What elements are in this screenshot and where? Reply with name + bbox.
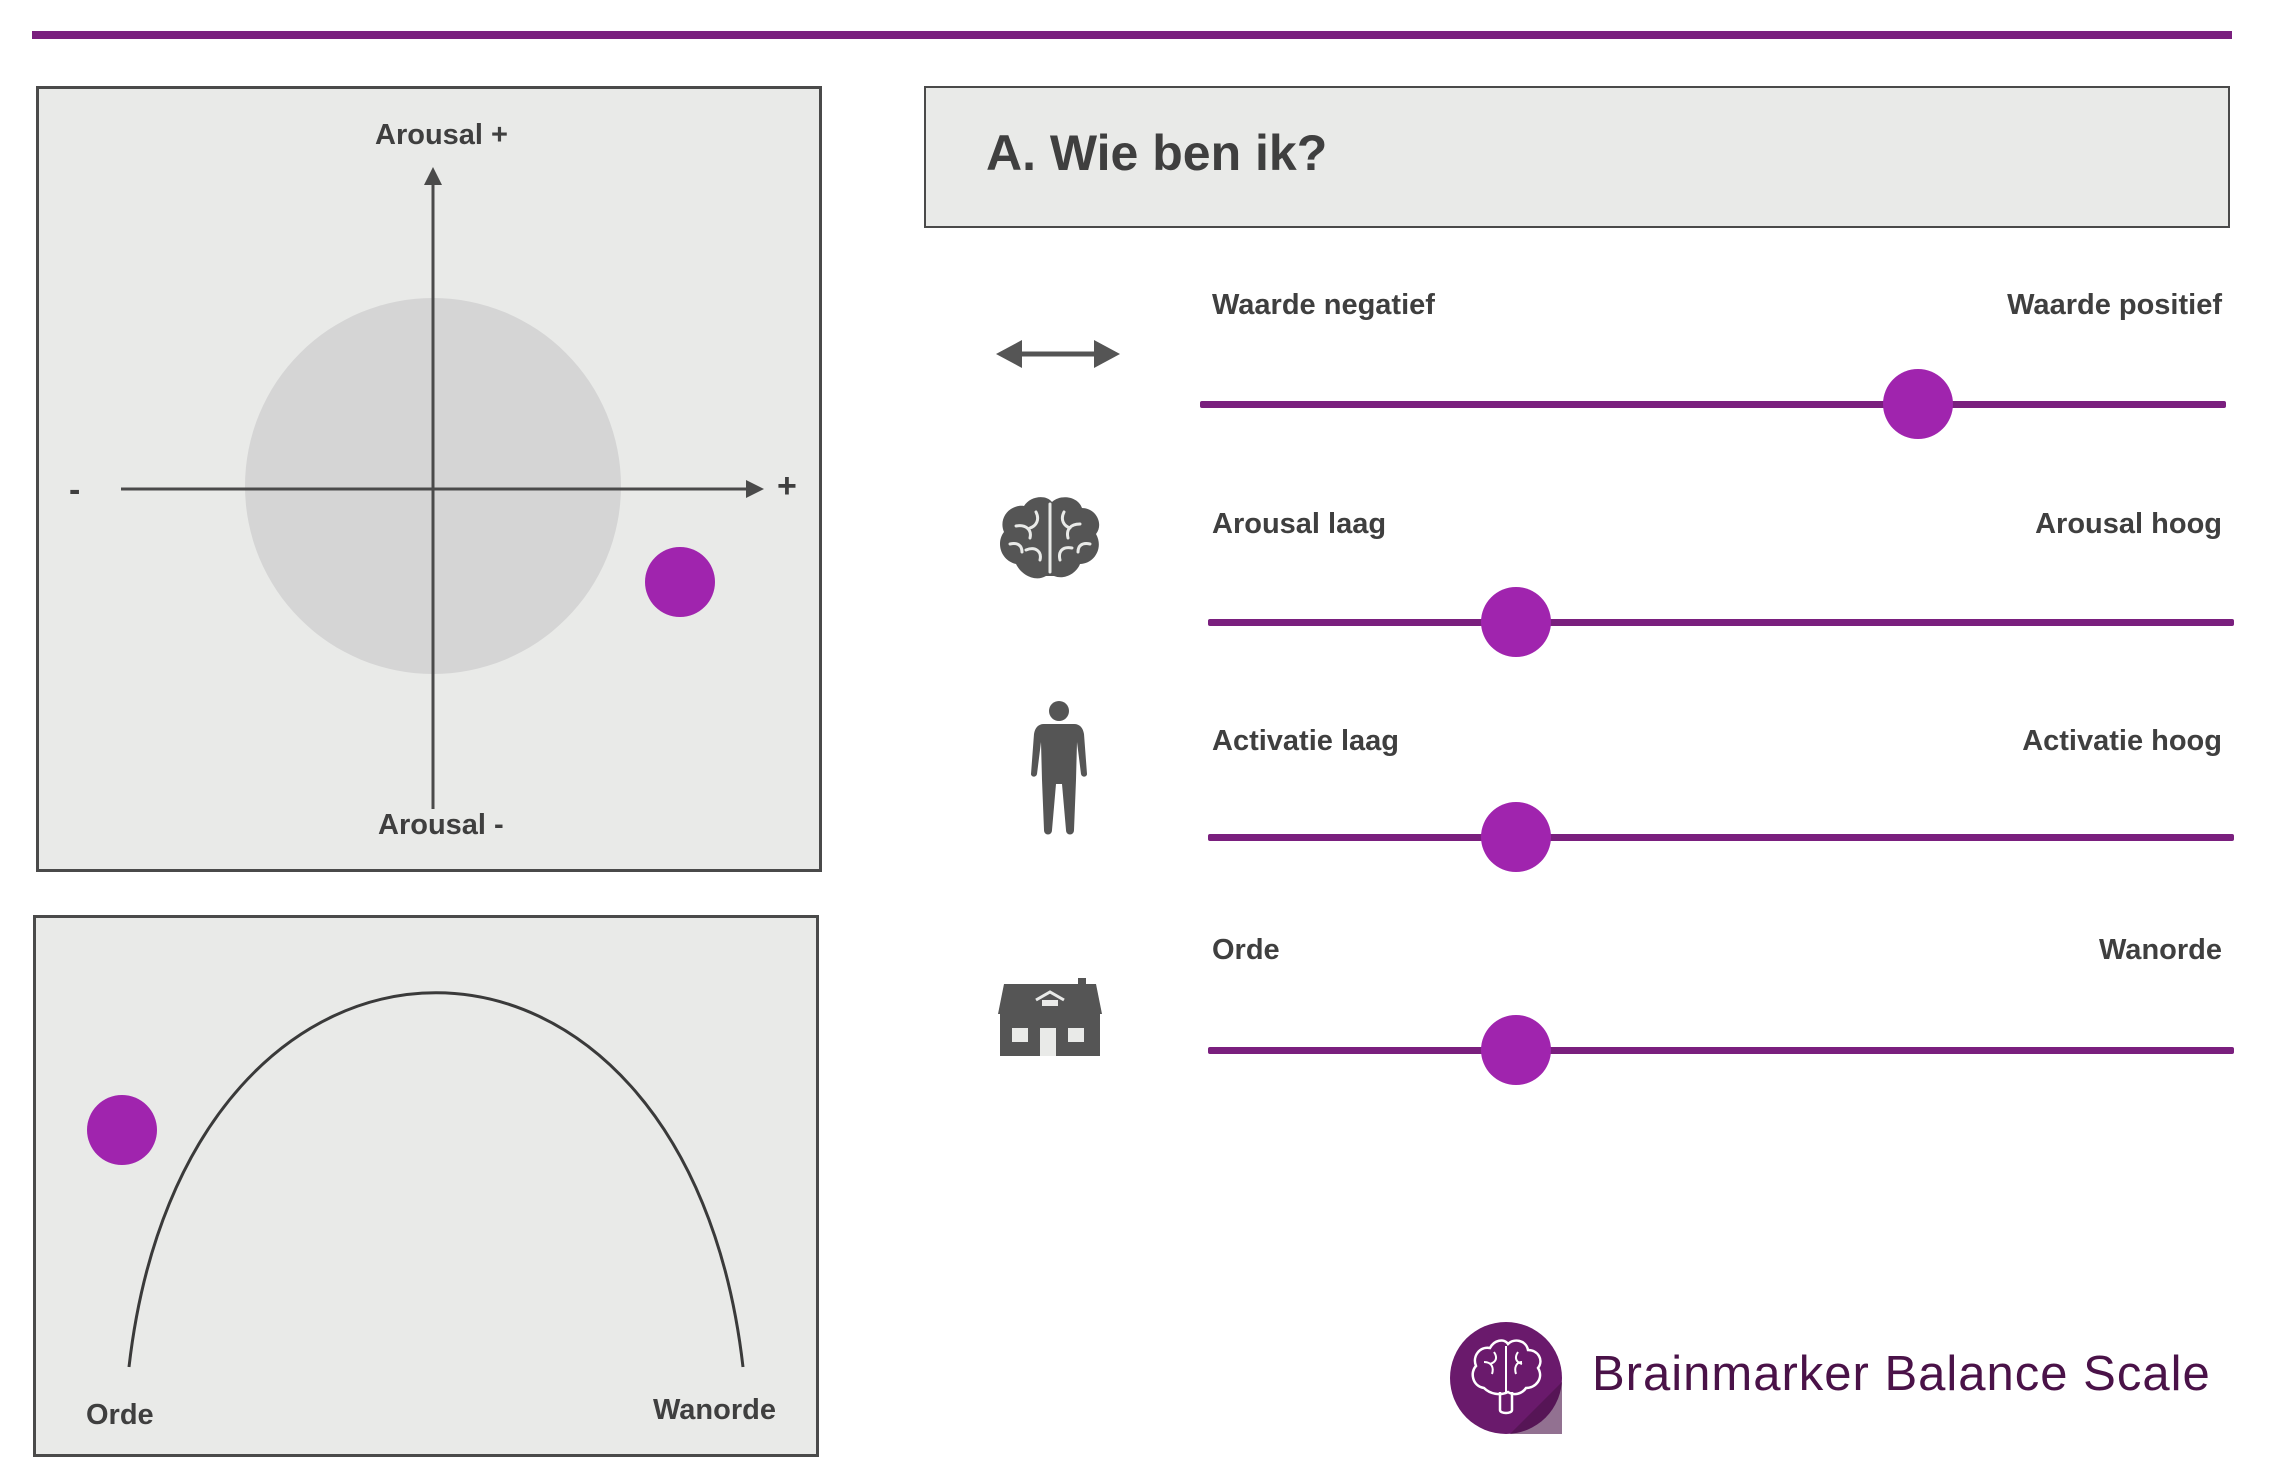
inverted-u-curve bbox=[127, 991, 745, 1368]
slider-1-track[interactable] bbox=[1200, 401, 2226, 408]
quadrant-chart bbox=[121, 167, 764, 809]
house-icon bbox=[998, 978, 1102, 1056]
inverted-u-curve-panel: Orde Wanorde bbox=[33, 915, 819, 1457]
slider-2-right-label: Arousal hoog bbox=[2035, 508, 2222, 540]
horizontal-axis-arrow bbox=[746, 480, 764, 498]
slider-1-left-label: Waarde negatief bbox=[1212, 289, 1435, 321]
arousal-quadrant-panel: Arousal + Arousal - - + bbox=[36, 86, 822, 872]
slider-1-knob[interactable] bbox=[1883, 369, 1954, 439]
slider-3-knob[interactable] bbox=[1480, 802, 1551, 872]
top-rule bbox=[32, 31, 2232, 39]
slider-3-right-label: Activatie hoog bbox=[2022, 725, 2222, 757]
position-marker bbox=[645, 547, 715, 617]
brainmarker-logo-icon bbox=[1450, 1322, 1562, 1434]
axis-label-top: Arousal + bbox=[375, 119, 508, 151]
slider-4-knob[interactable] bbox=[1480, 1015, 1551, 1085]
slider-4-track[interactable] bbox=[1208, 1047, 2234, 1054]
slider-2-track[interactable] bbox=[1208, 619, 2234, 626]
slider-4-right-label: Wanorde bbox=[2099, 934, 2222, 966]
curve-label-right: Wanorde bbox=[653, 1394, 776, 1426]
vertical-axis-arrow bbox=[424, 167, 442, 185]
slider-2-knob[interactable] bbox=[1480, 587, 1551, 657]
inverted-u-chart bbox=[87, 991, 745, 1368]
slider-2-left-label: Arousal laag bbox=[1212, 508, 1387, 540]
section-header: A. Wie ben ik? bbox=[924, 86, 2230, 228]
double-arrow-icon bbox=[996, 340, 1120, 368]
brain-icon bbox=[1000, 497, 1100, 579]
axis-label-right: + bbox=[777, 467, 797, 505]
brand-name: Brainmarker Balance Scale bbox=[1592, 1347, 2211, 1401]
human-body-icon bbox=[1031, 701, 1087, 835]
slider-4-left-label: Orde bbox=[1212, 934, 1280, 966]
curve-label-left: Orde bbox=[86, 1399, 154, 1431]
slider-1-right-label: Waarde positief bbox=[2007, 289, 2222, 321]
curve-position-marker bbox=[87, 1095, 157, 1165]
slider-3-left-label: Activatie laag bbox=[1212, 725, 1399, 757]
page-title: A. Wie ben ik? bbox=[986, 125, 1328, 181]
axis-label-left: - bbox=[69, 471, 81, 509]
slider-3-track[interactable] bbox=[1208, 834, 2234, 841]
axis-label-bottom: Arousal - bbox=[378, 809, 504, 841]
